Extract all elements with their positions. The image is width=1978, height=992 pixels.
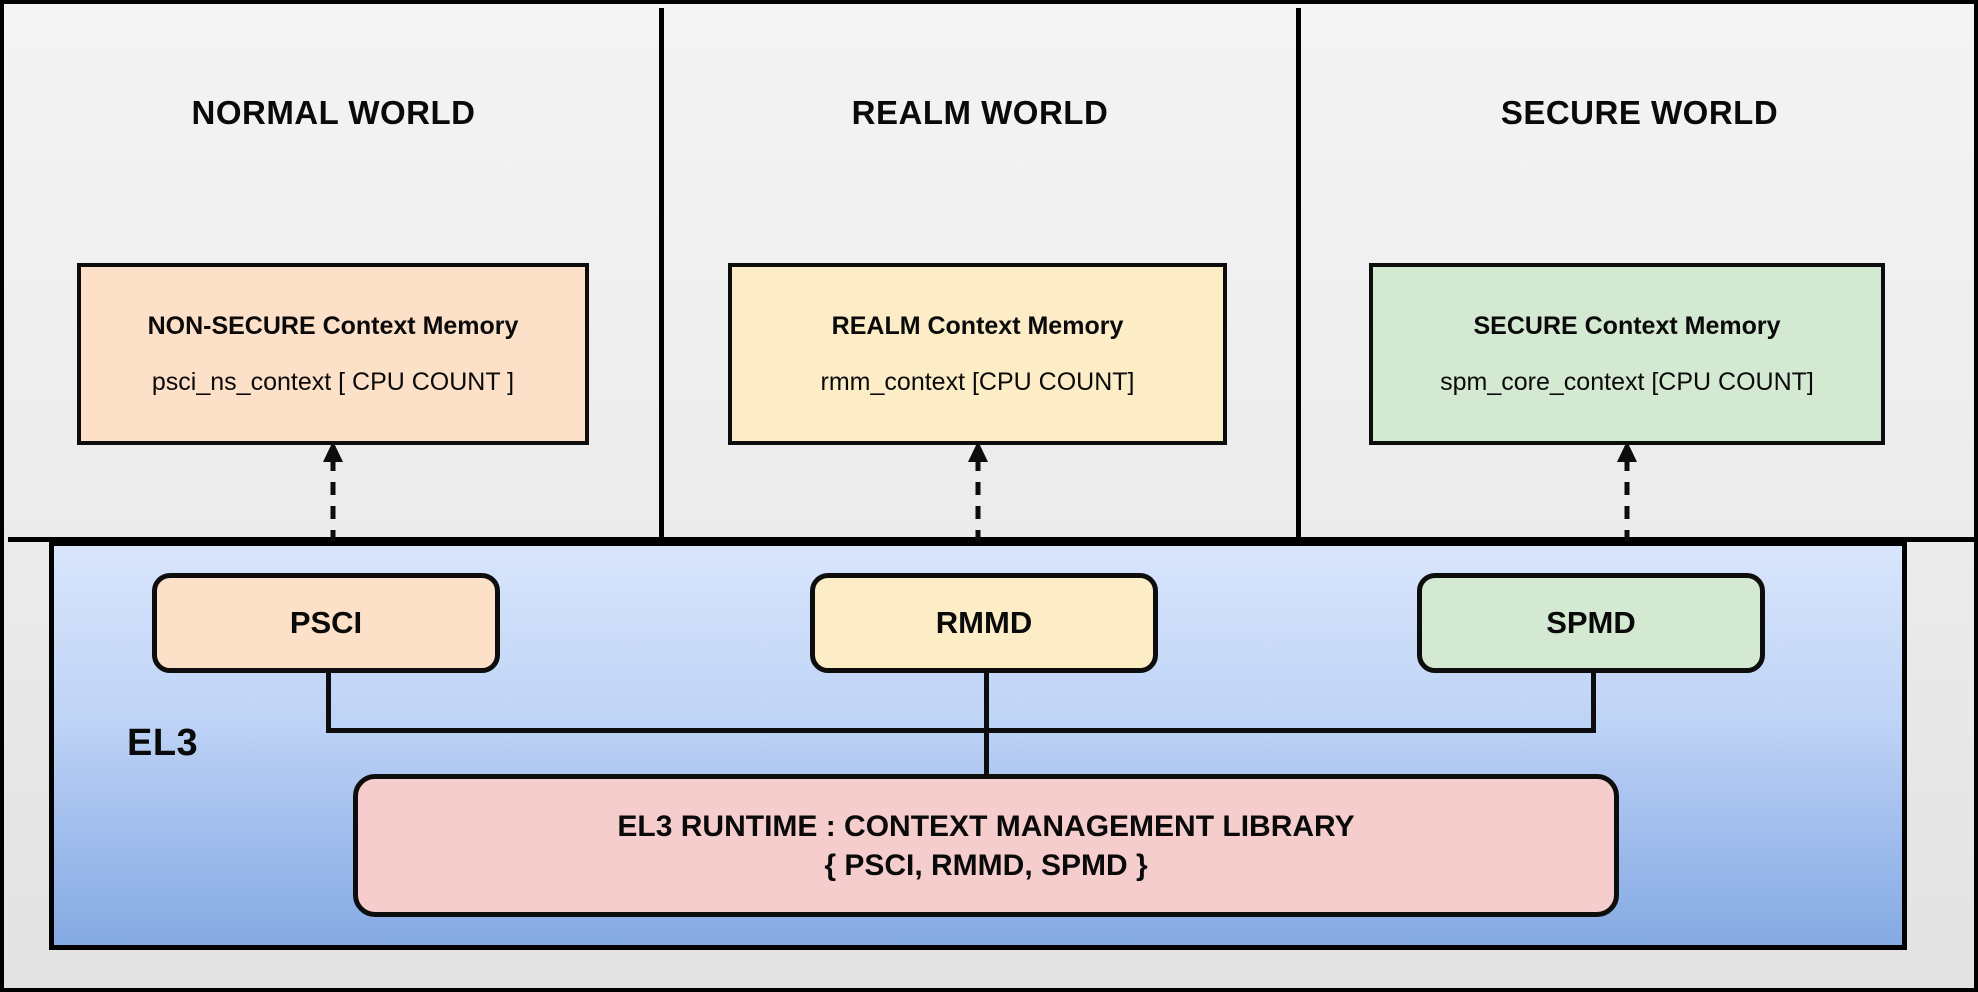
context-memory-box-non-secure: NON-SECURE Context Memory psci_ns_contex… xyxy=(77,263,589,445)
world-panels-row: NORMAL WORLD REALM WORLD SECURE WORLD xyxy=(8,8,1974,542)
world-title-normal: NORMAL WORLD xyxy=(191,94,476,131)
connector-bus-right xyxy=(984,728,1596,733)
dispatcher-label-spmd: SPMD xyxy=(1546,605,1636,640)
dispatcher-box-rmmd[interactable]: RMMD xyxy=(810,573,1158,673)
context-memory-box-secure: SECURE Context Memory spm_core_context [… xyxy=(1369,263,1885,445)
world-panel-realm: REALM WORLD xyxy=(659,8,1296,542)
context-memory-subtitle-non-secure: psci_ns_context [ CPU COUNT ] xyxy=(151,368,515,396)
runtime-library-line-2: { PSCI, RMMD, SPMD } xyxy=(824,848,1148,882)
dispatcher-box-psci[interactable]: PSCI xyxy=(152,573,500,673)
world-panel-normal: NORMAL WORLD xyxy=(8,8,659,542)
connector-bus-left xyxy=(326,728,989,733)
el3-runtime-library-box[interactable]: EL3 RUNTIME : CONTEXT MANAGEMENT LIBRARY… xyxy=(353,774,1619,917)
connector-drop-rmmd xyxy=(984,673,989,733)
context-memory-subtitle-realm: rmm_context [CPU COUNT] xyxy=(820,368,1135,396)
connector-drop-spmd xyxy=(1591,673,1596,733)
context-memory-title-realm: REALM Context Memory xyxy=(831,312,1124,340)
context-memory-title-secure: SECURE Context Memory xyxy=(1473,312,1781,340)
dispatcher-box-spmd[interactable]: SPMD xyxy=(1417,573,1765,673)
world-title-realm: REALM WORLD xyxy=(851,94,1109,131)
el3-region: EL3 PSCI RMMD SPMD EL3 RUNTIME : CONTEXT… xyxy=(49,541,1907,950)
connector-drop-psci xyxy=(326,673,331,733)
runtime-library-line-1: EL3 RUNTIME : CONTEXT MANAGEMENT LIBRARY xyxy=(617,809,1355,843)
world-panels-baseline xyxy=(8,537,1974,542)
connector-drop-to-runtime xyxy=(984,728,989,776)
dispatcher-label-psci: PSCI xyxy=(289,605,363,640)
dispatcher-label-rmmd: RMMD xyxy=(935,605,1033,640)
el3-label: EL3 xyxy=(127,722,199,764)
context-memory-subtitle-secure: spm_core_context [CPU COUNT] xyxy=(1440,368,1814,396)
context-memory-box-realm: REALM Context Memory rmm_context [CPU CO… xyxy=(728,263,1227,445)
context-memory-title-non-secure: NON-SECURE Context Memory xyxy=(147,312,519,340)
world-panel-secure: SECURE WORLD xyxy=(1296,8,1974,542)
world-title-secure: SECURE WORLD xyxy=(1500,94,1779,131)
